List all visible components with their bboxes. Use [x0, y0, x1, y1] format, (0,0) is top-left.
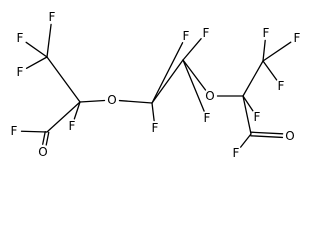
- fluorine-atom-label-f7: F: [183, 29, 190, 43]
- bond-c4-f7: [151, 42, 184, 104]
- bond-c1-f1: [25, 56, 48, 70]
- bond-c8-f14: [239, 133, 252, 148]
- bond-c5-f9: [182, 59, 205, 112]
- fluorine-atom-label-f11: F: [294, 31, 301, 45]
- oxygen-atom-label-o2: O: [38, 145, 47, 159]
- fluorine-atom-label-f9: F: [204, 111, 211, 125]
- fluorine-atom-label-f14: F: [233, 146, 240, 160]
- oxygen-atom-label-o3: O: [205, 89, 214, 103]
- bond-c8-o4-line-1: [250, 135, 284, 139]
- bond-c6-f12: [262, 60, 278, 81]
- fluorine-atom-label-f10: F: [263, 26, 270, 40]
- oxygen-atom-label-o4: O: [285, 129, 294, 143]
- bond-c3-f5: [20, 130, 48, 133]
- bond-c1-f2: [25, 41, 48, 58]
- fluorine-atom-label-f12: F: [278, 79, 285, 93]
- bond-c6-f10: [262, 39, 266, 62]
- bond-c3-o2-double: [42, 130, 50, 146]
- fluorine-atom-label-f8: F: [203, 26, 210, 40]
- bond-c7-c6: [242, 60, 264, 97]
- bond-c7-f13: [242, 95, 254, 112]
- bond-c6-f11: [262, 41, 292, 62]
- fluorine-atom-label-f13: F: [254, 110, 261, 124]
- bond-o1-c4: [118, 99, 153, 104]
- bonds: [20, 23, 292, 148]
- bond-c8-o4-double: [250, 131, 284, 139]
- bond-c3-c2: [46, 101, 81, 133]
- bond-c7-c8: [242, 95, 252, 135]
- fluorine-atom-label-f6: F: [152, 121, 159, 135]
- bond-c4-c5: [151, 59, 184, 104]
- bond-c2-o1: [79, 99, 106, 103]
- bond-c8-o4-line-2: [250, 131, 284, 135]
- bond-c3-o2-line-2: [45, 131, 50, 146]
- bond-c2-c1: [46, 56, 81, 103]
- bond-c5-f8: [182, 38, 202, 61]
- bond-c2-f4: [73, 101, 81, 120]
- bond-c4-f6: [151, 102, 155, 122]
- fluorine-atom-label-f3: F: [49, 10, 56, 24]
- fluorine-atom-label-f1: F: [17, 65, 24, 79]
- fluorine-atom-label-f4: F: [69, 119, 76, 133]
- fluorine-atom-label-f2: F: [17, 31, 24, 45]
- oxygen-atom-label-o1: O: [107, 93, 116, 107]
- bond-c3-o2-line-1: [42, 130, 46, 145]
- bond-c5-o3: [182, 59, 207, 91]
- fluorine-atom-label-f5: F: [11, 124, 18, 138]
- bond-c1-f3: [46, 23, 52, 58]
